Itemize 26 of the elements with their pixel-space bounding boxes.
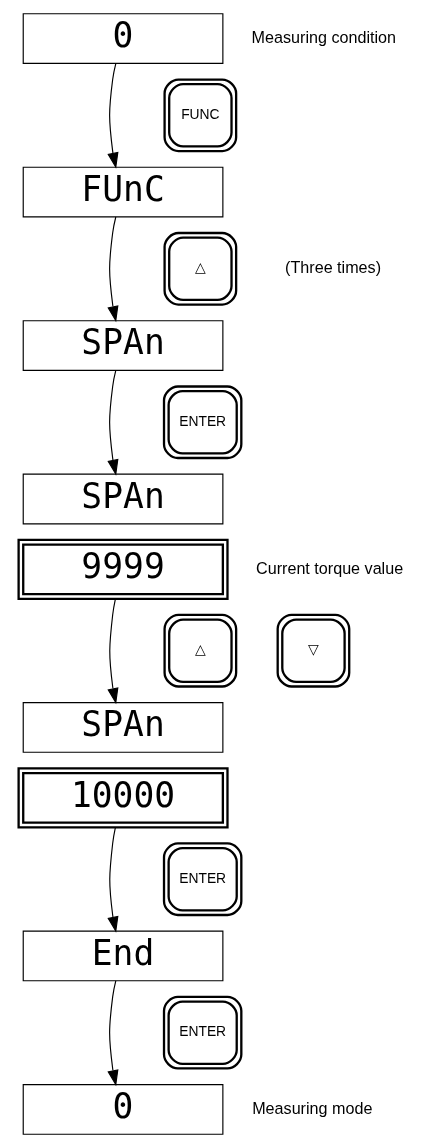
node-box: FUnC <box>22 166 224 218</box>
label: ENTER <box>179 412 227 429</box>
arrow <box>107 216 119 323</box>
node-label: Measuring condition <box>251 27 397 46</box>
node-box: 0 <box>22 13 224 64</box>
node-box: SPAn <box>22 320 224 371</box>
node-box: 0 <box>22 1084 224 1135</box>
label: ENTER <box>179 869 227 886</box>
node-box: End <box>22 930 224 982</box>
arrow <box>107 369 119 476</box>
node-box: SPAn <box>22 702 224 753</box>
label: (Three times) <box>285 258 382 277</box>
label: ▽ <box>307 641 319 658</box>
arrow <box>107 598 119 705</box>
label: △ <box>194 259 206 276</box>
node-label: Current torque value <box>256 558 404 577</box>
label: ENTER <box>179 1023 227 1040</box>
label: △ <box>194 641 206 658</box>
label: FUNC <box>181 105 220 122</box>
node-box: 9999 <box>17 538 229 600</box>
arrow <box>107 980 119 1087</box>
arrow <box>107 826 119 933</box>
node-box: SPAn <box>22 473 224 525</box>
node-box: 10000 <box>17 767 229 829</box>
arrow <box>107 62 119 169</box>
node-label: Measuring mode <box>252 1098 373 1117</box>
